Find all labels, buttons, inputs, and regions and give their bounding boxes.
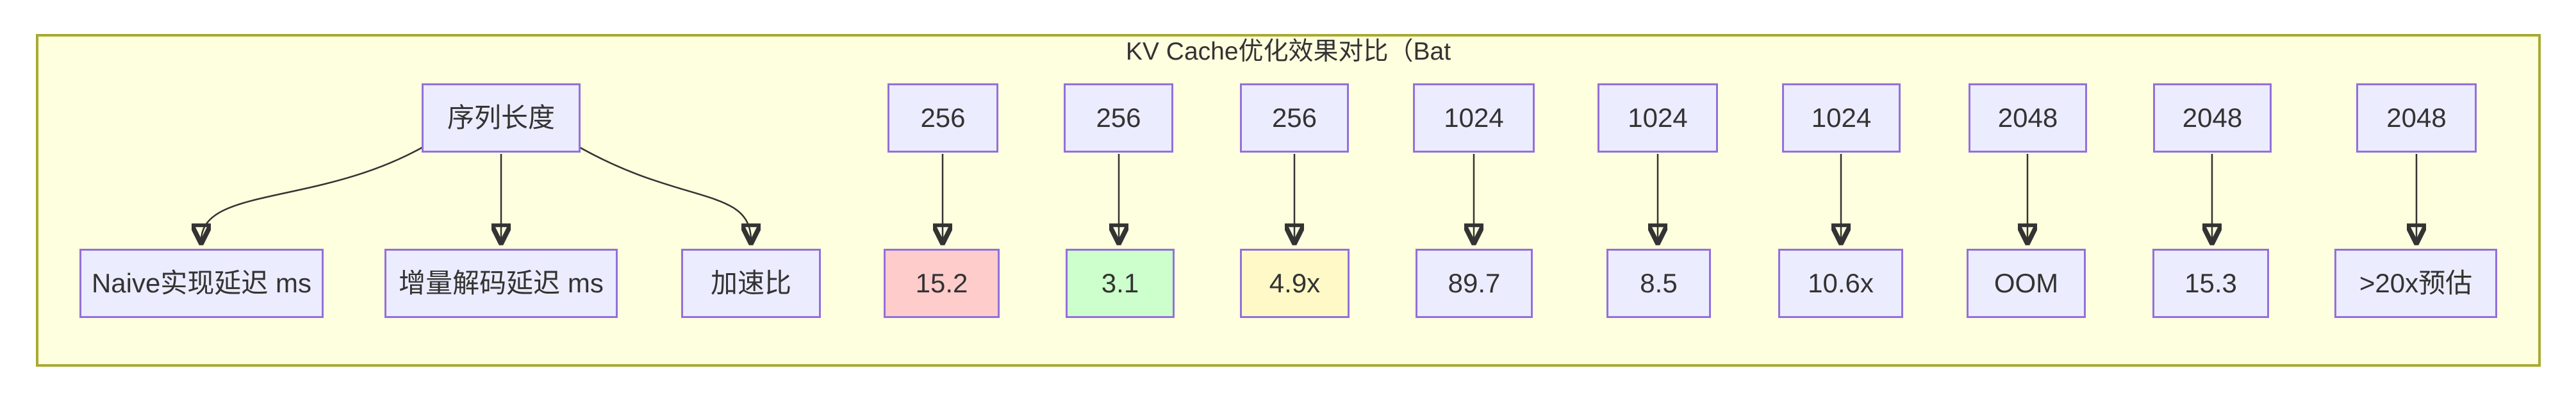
node-seqlen-2048-1: 2048 [1969,83,2087,153]
node-seqlen-1024-1: 1024 [1413,83,1535,153]
subgraph-title: KV Cache优化效果对比（Bat [1125,38,1451,65]
node-value-15-3: 15.3 [2152,249,2269,318]
node-value-20x-estimate: >20x预估 [2334,249,2497,318]
node-seqlen-1024-2: 1024 [1598,83,1718,153]
node-value-oom: OOM [1967,249,2086,318]
node-seqlen-256-2: 256 [1064,83,1173,153]
node-seqlen-1024-3: 1024 [1782,83,1901,153]
node-seq-length: 序列长度 [422,83,581,153]
node-value-8-5: 8.5 [1606,249,1711,318]
node-seqlen-256-3: 256 [1240,83,1349,153]
node-metric-incremental-latency: 增量解码延迟 ms [384,249,618,318]
node-metric-naive-latency: Naive实现延迟 ms [79,249,324,318]
node-value-15-2: 15.2 [884,249,1000,318]
node-value-3-1: 3.1 [1066,249,1175,318]
node-value-89-7: 89.7 [1416,249,1533,318]
node-seqlen-2048-2: 2048 [2153,83,2272,153]
node-value-10-6x: 10.6x [1778,249,1903,318]
node-seqlen-256-1: 256 [888,83,998,153]
node-metric-speedup: 加速比 [681,249,821,318]
node-value-4-9x: 4.9x [1240,249,1350,318]
node-seqlen-2048-3: 2048 [2356,83,2477,153]
